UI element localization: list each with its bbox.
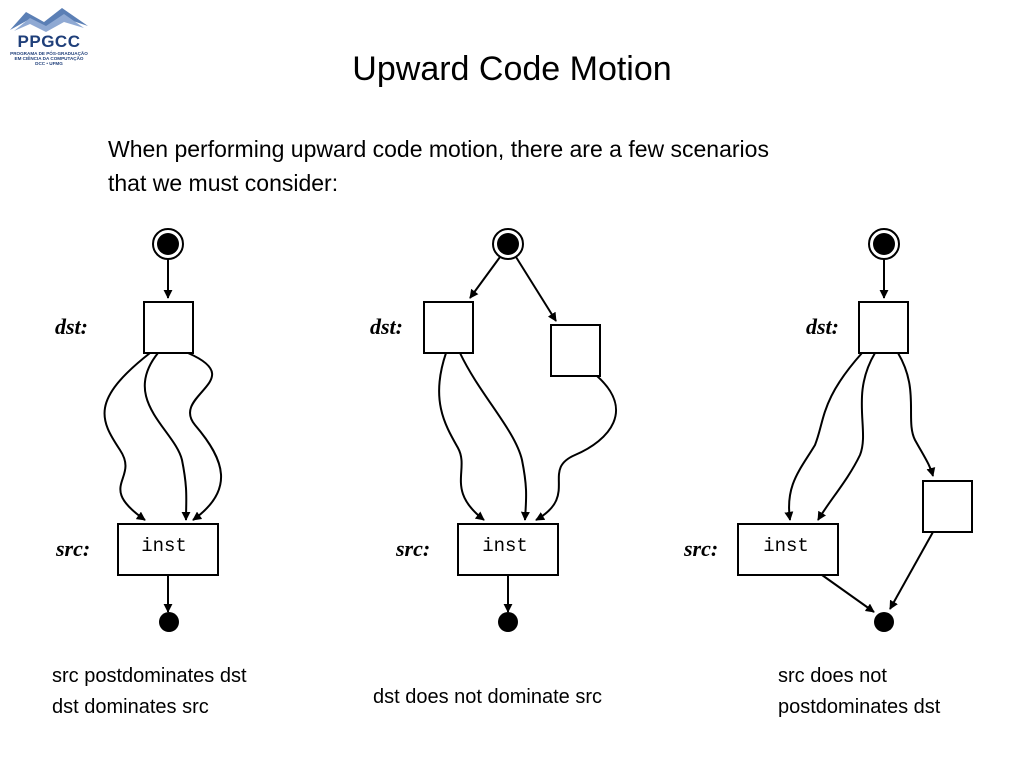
edge-dst-src-2 [817, 352, 876, 521]
dst-label: dst: [370, 314, 403, 339]
src-label: src: [683, 536, 718, 561]
entry-node [492, 228, 524, 260]
src-label: src: [395, 536, 430, 561]
edge-dst-src-1 [103, 352, 151, 521]
logo-wing-icon [10, 8, 88, 32]
edge-other-src [535, 375, 617, 521]
logo-line-2: EM CIÊNCIA DA COMPUTAÇÃO [14, 56, 84, 61]
logo-line-3: DCC • UFMG [35, 61, 63, 66]
dst-label: dst: [806, 314, 839, 339]
scenario-2-diagram: inst dst: src: [370, 228, 617, 632]
src-block [737, 523, 839, 576]
exit-node [498, 612, 518, 632]
caption-line-1: src does not [778, 665, 887, 687]
scenario-3-caption: src does not postdominates dst [778, 661, 940, 723]
inst-label: inst [141, 535, 187, 557]
caption-line-2: dst dominates src [52, 696, 209, 718]
src-block [117, 523, 219, 576]
logo-name: PPGCC [17, 32, 81, 51]
edge-right-exit [889, 531, 934, 610]
edge-dst-src-3 [187, 352, 222, 521]
intro-text: When performing upward code motion, ther… [108, 132, 888, 200]
other-block [550, 324, 601, 377]
edge-dst-right [897, 352, 936, 477]
edge-entry-dst [469, 256, 501, 299]
entry-node-core [497, 233, 519, 255]
src-label: src: [55, 536, 90, 561]
inst-label: inst [763, 535, 809, 557]
exit-node [874, 612, 894, 632]
logo-line-1: PROGRAMA DE PÓS-GRADUAÇÃO [10, 51, 88, 56]
right-block [922, 480, 973, 533]
entry-node-core [157, 233, 179, 255]
inst-label: inst [482, 535, 528, 557]
ppgcc-logo: PPGCC PROGRAMA DE PÓS-GRADUAÇÃO EM CIÊNC… [4, 4, 94, 66]
edge-src-exit [821, 574, 875, 613]
exit-node [159, 612, 179, 632]
edge-dst-src-2 [143, 352, 191, 521]
edge-dst-src-1 [438, 352, 485, 521]
caption-line-1: dst does not dominate src [373, 686, 603, 708]
src-block [457, 523, 559, 576]
scenario-1-caption: src postdominates dst dst dominates src [52, 661, 247, 723]
edge-dst-src-2 [459, 352, 530, 521]
edge-dst-src-1 [784, 352, 863, 521]
scenario-3-diagram: inst dst: src: [683, 228, 973, 632]
edge-entry-other [515, 256, 557, 322]
dst-block [423, 301, 474, 354]
intro-line-1: When performing upward code motion, ther… [108, 136, 769, 162]
scenario-2-caption: dst does not dominate src [373, 682, 602, 713]
caption-line-1: src postdominates dst [52, 665, 247, 687]
dst-block [858, 301, 909, 354]
scenario-1-diagram: inst dst: src: [55, 228, 222, 632]
entry-node-core [873, 233, 895, 255]
dst-label: dst: [55, 314, 88, 339]
dst-block [143, 301, 194, 354]
intro-line-2: that we must consider: [108, 170, 339, 196]
page-title: Upward Code Motion [352, 50, 672, 88]
caption-line-2: postdominates dst [778, 696, 941, 718]
